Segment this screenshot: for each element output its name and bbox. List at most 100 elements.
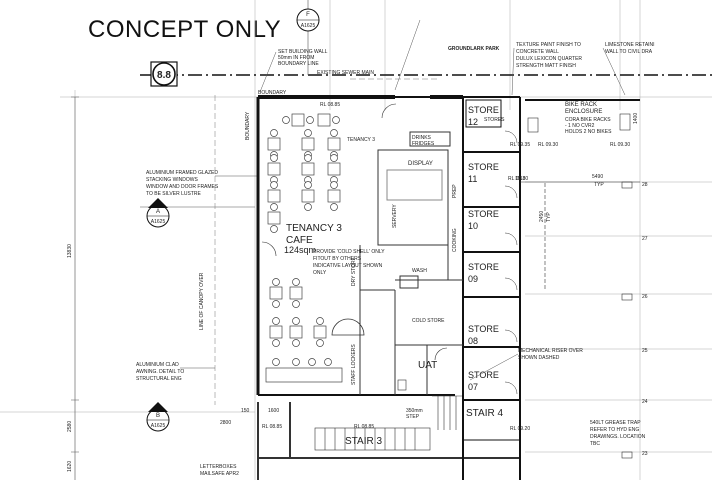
svg-text:BIKE RACK: BIKE RACK <box>565 102 597 108</box>
stores-walls <box>462 96 521 480</box>
grid-number-24: 24 <box>642 399 648 405</box>
svg-text:HOLDS 2 NO BIKES: HOLDS 2 NO BIKES <box>565 129 612 135</box>
store-07: STORE 07 <box>468 370 499 392</box>
rl-0885-top: RL 08.85 <box>320 102 340 108</box>
grid-number-25: 25 <box>642 348 648 354</box>
rl-0930-c: RL 09.30 <box>508 176 528 182</box>
svg-text:ALUMINIUM CLAD: ALUMINIUM CLAD <box>136 362 179 368</box>
svg-text:ENCLOSURE: ENCLOSURE <box>565 109 602 115</box>
svg-text:LIMESTONE RETAINI: LIMESTONE RETAINI <box>605 42 655 48</box>
svg-text:GROUNDLARK PARK: GROUNDLARK PARK <box>448 46 500 52</box>
svg-text:TO BE SILVER LUSTRE: TO BE SILVER LUSTRE <box>146 191 201 197</box>
note-canopy: LINE OF CANOPY OVER <box>199 272 205 330</box>
svg-text:- 1 NO CVR2: - 1 NO CVR2 <box>565 123 595 129</box>
svg-text:STORE: STORE <box>468 105 499 115</box>
note-mechanical-riser: MECHANICAL RISER OVER SHOWN DASHED <box>469 348 583 381</box>
rl-0930-b: RL 09.30 <box>610 142 630 148</box>
note-building-wall: SET BUILDING WALL 50mm IN FROM BOUNDARY … <box>259 49 328 93</box>
dim-2800: 2800 <box>220 420 231 426</box>
section-f-sheet: A1625 <box>301 23 316 29</box>
rl-0920: RL 09.20 <box>510 426 530 432</box>
rl-0885-stair: RL 08.85 <box>262 424 282 430</box>
section-marker-b: B A1625 <box>146 402 170 432</box>
kitchen-door-swing <box>331 318 365 336</box>
svg-text:TEXTURE PAINT FINISH TO: TEXTURE PAINT FINISH TO <box>516 42 581 48</box>
svg-text:STRENGTH MATT FINISH: STRENGTH MATT FINISH <box>516 63 576 69</box>
area-label: 124sqm <box>284 245 316 255</box>
note-boundary-vertical: BOUNDARY <box>245 111 251 140</box>
svg-text:TBC: TBC <box>590 441 600 447</box>
servery-label: SERVERY <box>392 204 398 228</box>
note-boundary: BOUNDARY <box>258 90 287 96</box>
display-label: DISPLAY <box>408 161 433 167</box>
tenancy-walls <box>256 95 464 402</box>
bench-row <box>265 358 343 383</box>
note-grease-trap: 540LT GREASE TRAP REFER TO HYD ENG DRAWI… <box>590 420 646 447</box>
note-letterboxes: LETTERBOXES MAILSAFE APR2 <box>200 464 239 477</box>
svg-text:REFER TO HYD ENG: REFER TO HYD ENG <box>590 427 639 433</box>
table-row <box>267 154 341 184</box>
grid-number-28: 28 <box>642 182 648 188</box>
svg-text:CONCRETE WALL: CONCRETE WALL <box>516 49 559 55</box>
drinks-fridges-label-1: DRINKS <box>412 135 432 141</box>
prep-label: PREP <box>452 184 458 198</box>
tenancy-small-label: TENANCY 3 <box>347 137 375 143</box>
section-a-sheet: A1625 <box>151 219 166 225</box>
svg-text:WINDOW AND DOOR FRAMES: WINDOW AND DOOR FRAMES <box>146 184 219 190</box>
svg-text:ALUMINIUM FRAMED GLAZED: ALUMINIUM FRAMED GLAZED <box>146 170 218 176</box>
staff-lockers-label: STAFF LOCKERS <box>351 344 357 385</box>
svg-text:STORES: STORES <box>484 117 505 123</box>
dry-store-label: DRY STORE <box>351 256 357 286</box>
stair-3 <box>257 402 520 480</box>
store-11: STORE 11 <box>468 162 499 184</box>
grid-number-27: 27 <box>642 236 648 242</box>
cold-shell-note-3: INDICATIVE LAYOUT SHOWN <box>313 263 383 269</box>
note-awning: ALUMINIUM CLAD AWNING. DETAIL TO STRUCTU… <box>136 362 215 382</box>
svg-text:540LT GREASE TRAP: 540LT GREASE TRAP <box>590 420 641 426</box>
svg-text:07: 07 <box>468 382 478 392</box>
dim-2450: 2450 <box>539 211 545 222</box>
store-08: STORE 08 <box>468 324 499 346</box>
uat-label: UAT <box>418 360 437 371</box>
right-markers <box>520 181 640 459</box>
table-row <box>267 211 281 233</box>
svg-text:09: 09 <box>468 274 478 284</box>
drinks-fridges-label-2: FRIDGES <box>412 141 435 147</box>
svg-text:DRAWINGS. LOCATION: DRAWINGS. LOCATION <box>590 434 646 440</box>
svg-text:STORE: STORE <box>468 162 499 172</box>
grid-marker-label: 8.8 <box>157 70 171 81</box>
note-groundlark-park: GROUNDLARK PARK <box>394 19 500 91</box>
section-b-letter: B <box>156 413 160 419</box>
note-limestone: LIMESTONE RETAINI WALL TO CIVIL DRA <box>602 42 655 96</box>
section-b-sheet: A1625 <box>151 423 166 429</box>
svg-text:STORE: STORE <box>468 209 499 219</box>
rl-0930-a: RL 09.30 <box>538 142 558 148</box>
svg-text:SET BUILDING WALL: SET BUILDING WALL <box>278 49 328 55</box>
step-note-2: STEP <box>406 414 420 420</box>
table-row <box>267 181 341 211</box>
cold-shell-note-4: ONLY <box>313 270 327 276</box>
dim-2580: 2580 <box>67 421 73 432</box>
svg-text:08: 08 <box>468 336 478 346</box>
grid-marker-8.8: 8.8 <box>150 61 178 87</box>
store-door-swings <box>504 130 518 395</box>
grid-number-26: 26 <box>642 294 648 300</box>
table-row <box>282 113 340 127</box>
section-marker-a: A A1625 <box>140 198 255 228</box>
table-row <box>269 278 303 308</box>
section-f-letter: F <box>306 12 310 18</box>
store-10: STORE 10 <box>468 209 499 231</box>
svg-text:AWNING. DETAIL TO: AWNING. DETAIL TO <box>136 369 184 375</box>
svg-text:10: 10 <box>468 221 478 231</box>
cold-shell-note-1: PROVIDE 'COLD SHELL' ONLY <box>313 249 385 255</box>
dim-1118: 1118 <box>515 176 526 182</box>
svg-text:STACKING WINDOWS: STACKING WINDOWS <box>146 177 199 183</box>
dim-typ: TYP <box>594 182 604 188</box>
svg-text:STORE: STORE <box>468 262 499 272</box>
svg-text:STORE: STORE <box>468 370 499 380</box>
left-dimension-line <box>71 96 79 480</box>
svg-text:50mm IN FROM: 50mm IN FROM <box>278 55 314 61</box>
stair-4 <box>432 395 462 430</box>
kitchen-walls <box>359 131 463 395</box>
